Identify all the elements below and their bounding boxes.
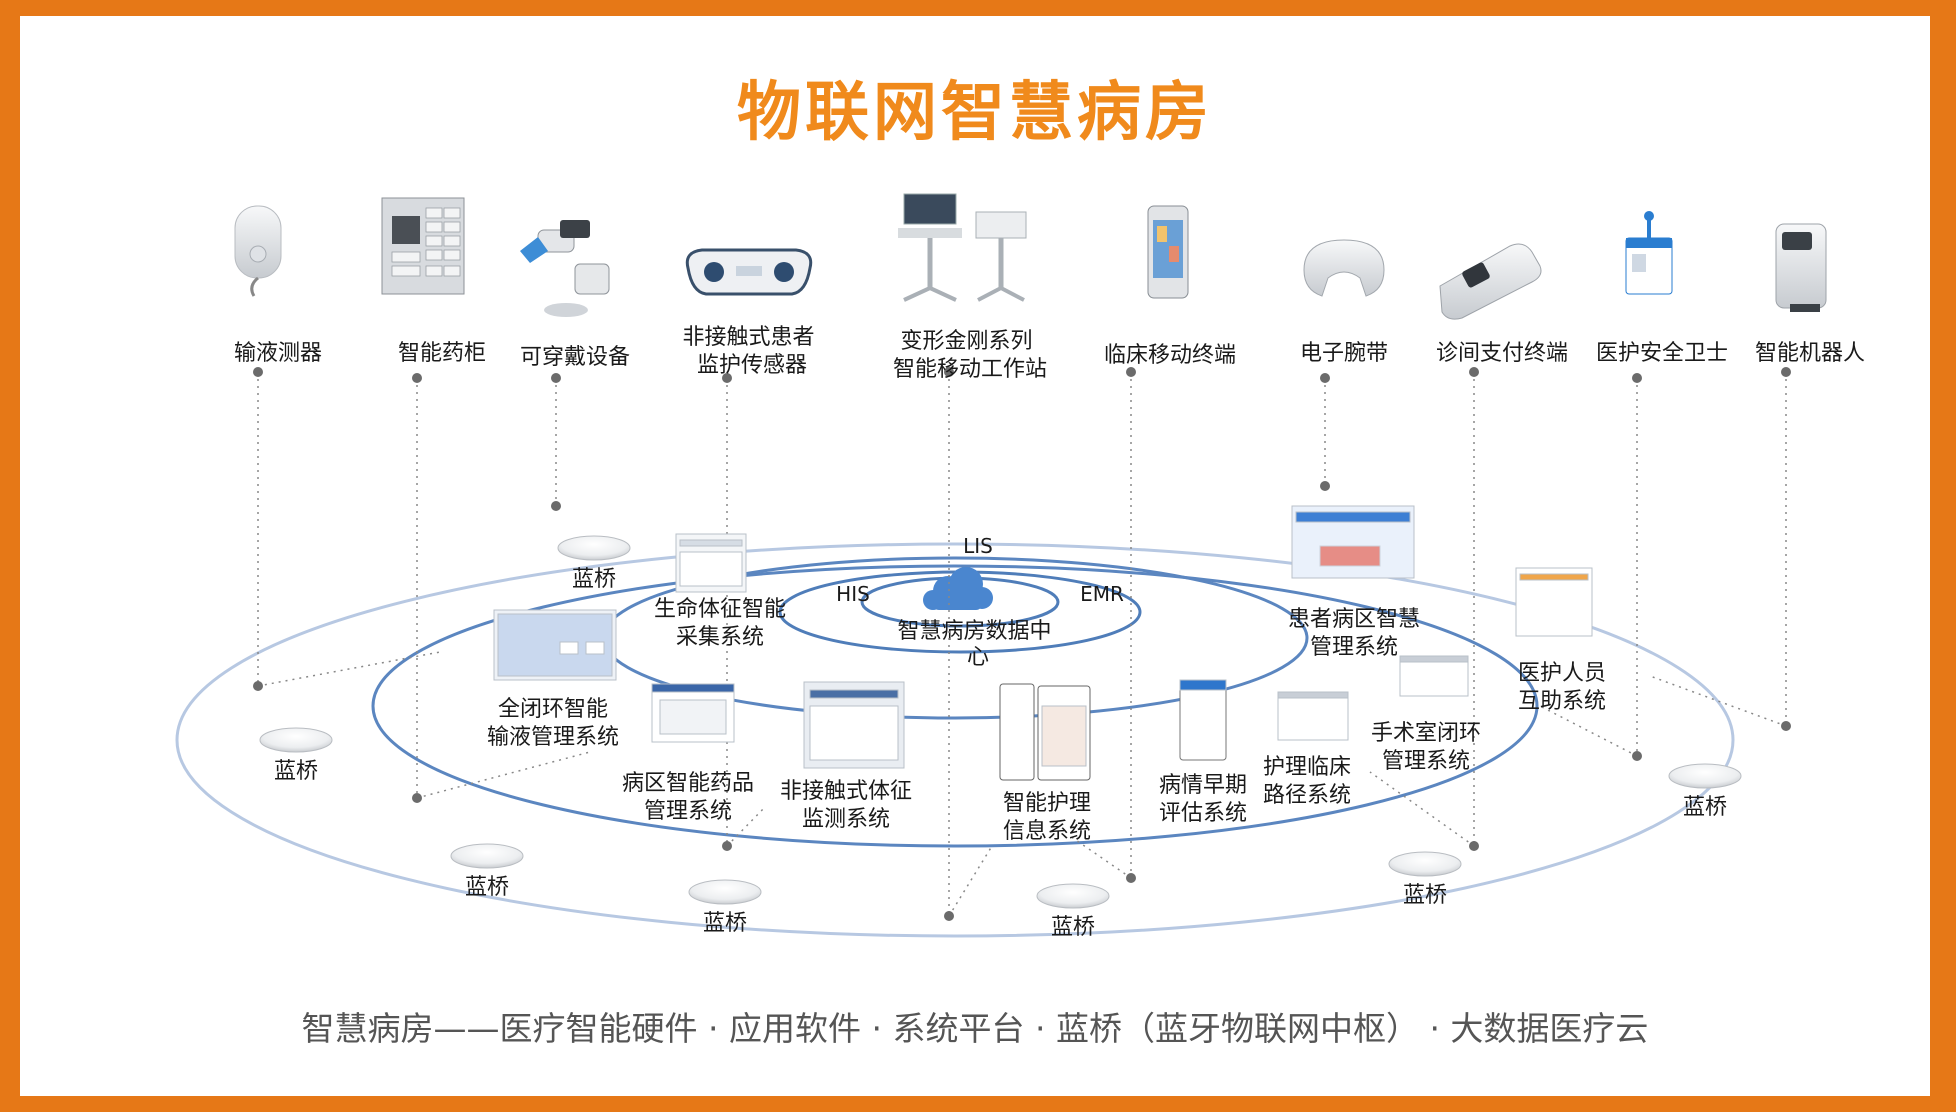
device-label-wearable: 可穿戴设备 xyxy=(520,345,630,370)
bridge-hub: 蓝桥 xyxy=(450,843,524,900)
bridge-label: 蓝桥 xyxy=(703,911,747,936)
bridge-hubs: 蓝桥蓝桥蓝桥蓝桥蓝桥蓝桥蓝桥 xyxy=(259,535,1742,940)
device-label-wristband: 电子腕带 xyxy=(1300,341,1388,366)
bridge-icon xyxy=(1388,851,1462,877)
surgery-thumb xyxy=(1399,655,1469,697)
device-label-mobile-terminal: 临床移动终端 xyxy=(1104,343,1236,368)
wristband-icon xyxy=(1303,239,1385,297)
bridge-hub: 蓝桥 xyxy=(259,727,333,784)
device-label-medicine-cabinet: 智能药柜 xyxy=(398,341,486,366)
bridge-label: 蓝桥 xyxy=(274,759,318,784)
mobile-terminal-icon xyxy=(1147,205,1189,299)
device-label-payment: 诊间支付终端 xyxy=(1436,341,1568,366)
label-surgery-system: 手术室闭环管理系统 xyxy=(1371,721,1481,774)
bridge-hub: 蓝桥 xyxy=(1036,883,1110,940)
page-title: 物联网智慧病房 xyxy=(737,76,1213,150)
smart-ward-diagram: 物联网智慧病房 LIS HIS EMR 智慧病房数据中 心 xyxy=(175,76,1865,1048)
device-label-robot: 智能机器人 xyxy=(1755,341,1865,366)
device-label-bed-sensor: 非接触式患者 监护传感器 xyxy=(682,325,821,378)
label-nursing-system: 智能护理信息系统 xyxy=(1003,791,1091,844)
ward-system-thumb xyxy=(1291,505,1415,579)
robot-icon xyxy=(1775,223,1827,312)
staff-system-thumb xyxy=(1515,567,1593,637)
bridge-icon xyxy=(688,879,762,905)
nursing-system-thumb xyxy=(999,683,1091,781)
connector-dots xyxy=(253,367,1791,921)
infusion-monitor-icon xyxy=(234,205,282,297)
cloud-icon xyxy=(923,567,993,610)
connectors xyxy=(257,372,1787,917)
system-his: HIS xyxy=(836,582,870,606)
bed-sensor-icon xyxy=(685,248,813,296)
wearable-devices-icon xyxy=(520,220,610,317)
infusion-system-thumb xyxy=(493,609,617,681)
bridge-label: 蓝桥 xyxy=(1683,795,1727,820)
bridge-hub: 蓝桥 xyxy=(1668,763,1742,820)
device-label-badge: 医护安全卫士 xyxy=(1596,341,1728,366)
device-label-workstation: 变形金刚系列 智能移动工作站 xyxy=(893,329,1047,382)
software-thumbnails xyxy=(493,505,1593,781)
label-pathway-system: 护理临床路径系统 xyxy=(1263,755,1351,808)
bridge-icon xyxy=(1668,763,1742,789)
bridge-hub: 蓝桥 xyxy=(1388,851,1462,908)
bridge-icon xyxy=(557,535,631,561)
label-vitals-system: 生命体征智能采集系统 xyxy=(654,597,786,650)
bridge-hub: 蓝桥 xyxy=(688,879,762,936)
bridge-icon xyxy=(259,727,333,753)
label-early-eval-system: 病情早期评估系统 xyxy=(1159,773,1247,826)
payment-terminal-icon xyxy=(1439,243,1542,320)
medicine-cabinet-icon xyxy=(381,197,465,295)
software-labels: 生命体征智能采集系统 全闭环智能输液管理系统 病区智能药品管理系统 非接触式体征… xyxy=(487,597,1606,844)
bridge-icon xyxy=(1036,883,1110,909)
drug-system-thumb xyxy=(651,683,735,743)
label-staff-system: 医护人员互助系统 xyxy=(1518,661,1606,714)
pathway-thumb xyxy=(1277,691,1349,741)
id-badge-icon xyxy=(1625,211,1673,295)
label-infusion-system: 全闭环智能输液管理系统 xyxy=(487,697,619,750)
monitoring-system-thumb xyxy=(803,681,905,769)
system-lis: LIS xyxy=(963,534,993,558)
system-emr: EMR xyxy=(1080,582,1124,606)
bridge-label: 蓝桥 xyxy=(572,567,616,592)
bridge-icon xyxy=(450,843,524,869)
data-center-label: 智慧病房数据中 心 xyxy=(897,619,1058,670)
slide-canvas: 物联网智慧病房 LIS HIS EMR 智慧病房数据中 心 xyxy=(20,16,1930,1096)
middle-ring xyxy=(371,564,1539,848)
vitals-system-thumb xyxy=(675,533,747,593)
data-center-line1: 智慧病房数据中 xyxy=(897,619,1051,644)
label-ward-system: 患者病区智慧管理系统 xyxy=(1288,607,1420,660)
footer-text: 智慧病房——医疗智能硬件 · 应用软件 · 系统平台 · 蓝桥（蓝牙物联网中枢）… xyxy=(302,1009,1649,1048)
label-drug-system: 病区智能药品管理系统 xyxy=(622,771,754,824)
mobile-workstation-icon xyxy=(898,193,1027,302)
bridge-hub: 蓝桥 xyxy=(557,535,631,592)
bridge-label: 蓝桥 xyxy=(1051,915,1095,940)
bridge-label: 蓝桥 xyxy=(1403,883,1447,908)
bridge-label: 蓝桥 xyxy=(465,875,509,900)
label-monitoring-system: 非接触式体征监测系统 xyxy=(780,779,912,832)
outer-ring xyxy=(175,542,1735,938)
network-rings xyxy=(175,542,1735,938)
early-eval-thumb xyxy=(1179,679,1227,761)
device-label-infusion-monitor: 输液测器 xyxy=(234,341,322,366)
data-center-line2: 心 xyxy=(967,645,989,670)
device-labels: 输液测器 智能药柜 可穿戴设备 非接触式患者 监护传感器 变形金刚系列 智能移动… xyxy=(234,325,1865,382)
